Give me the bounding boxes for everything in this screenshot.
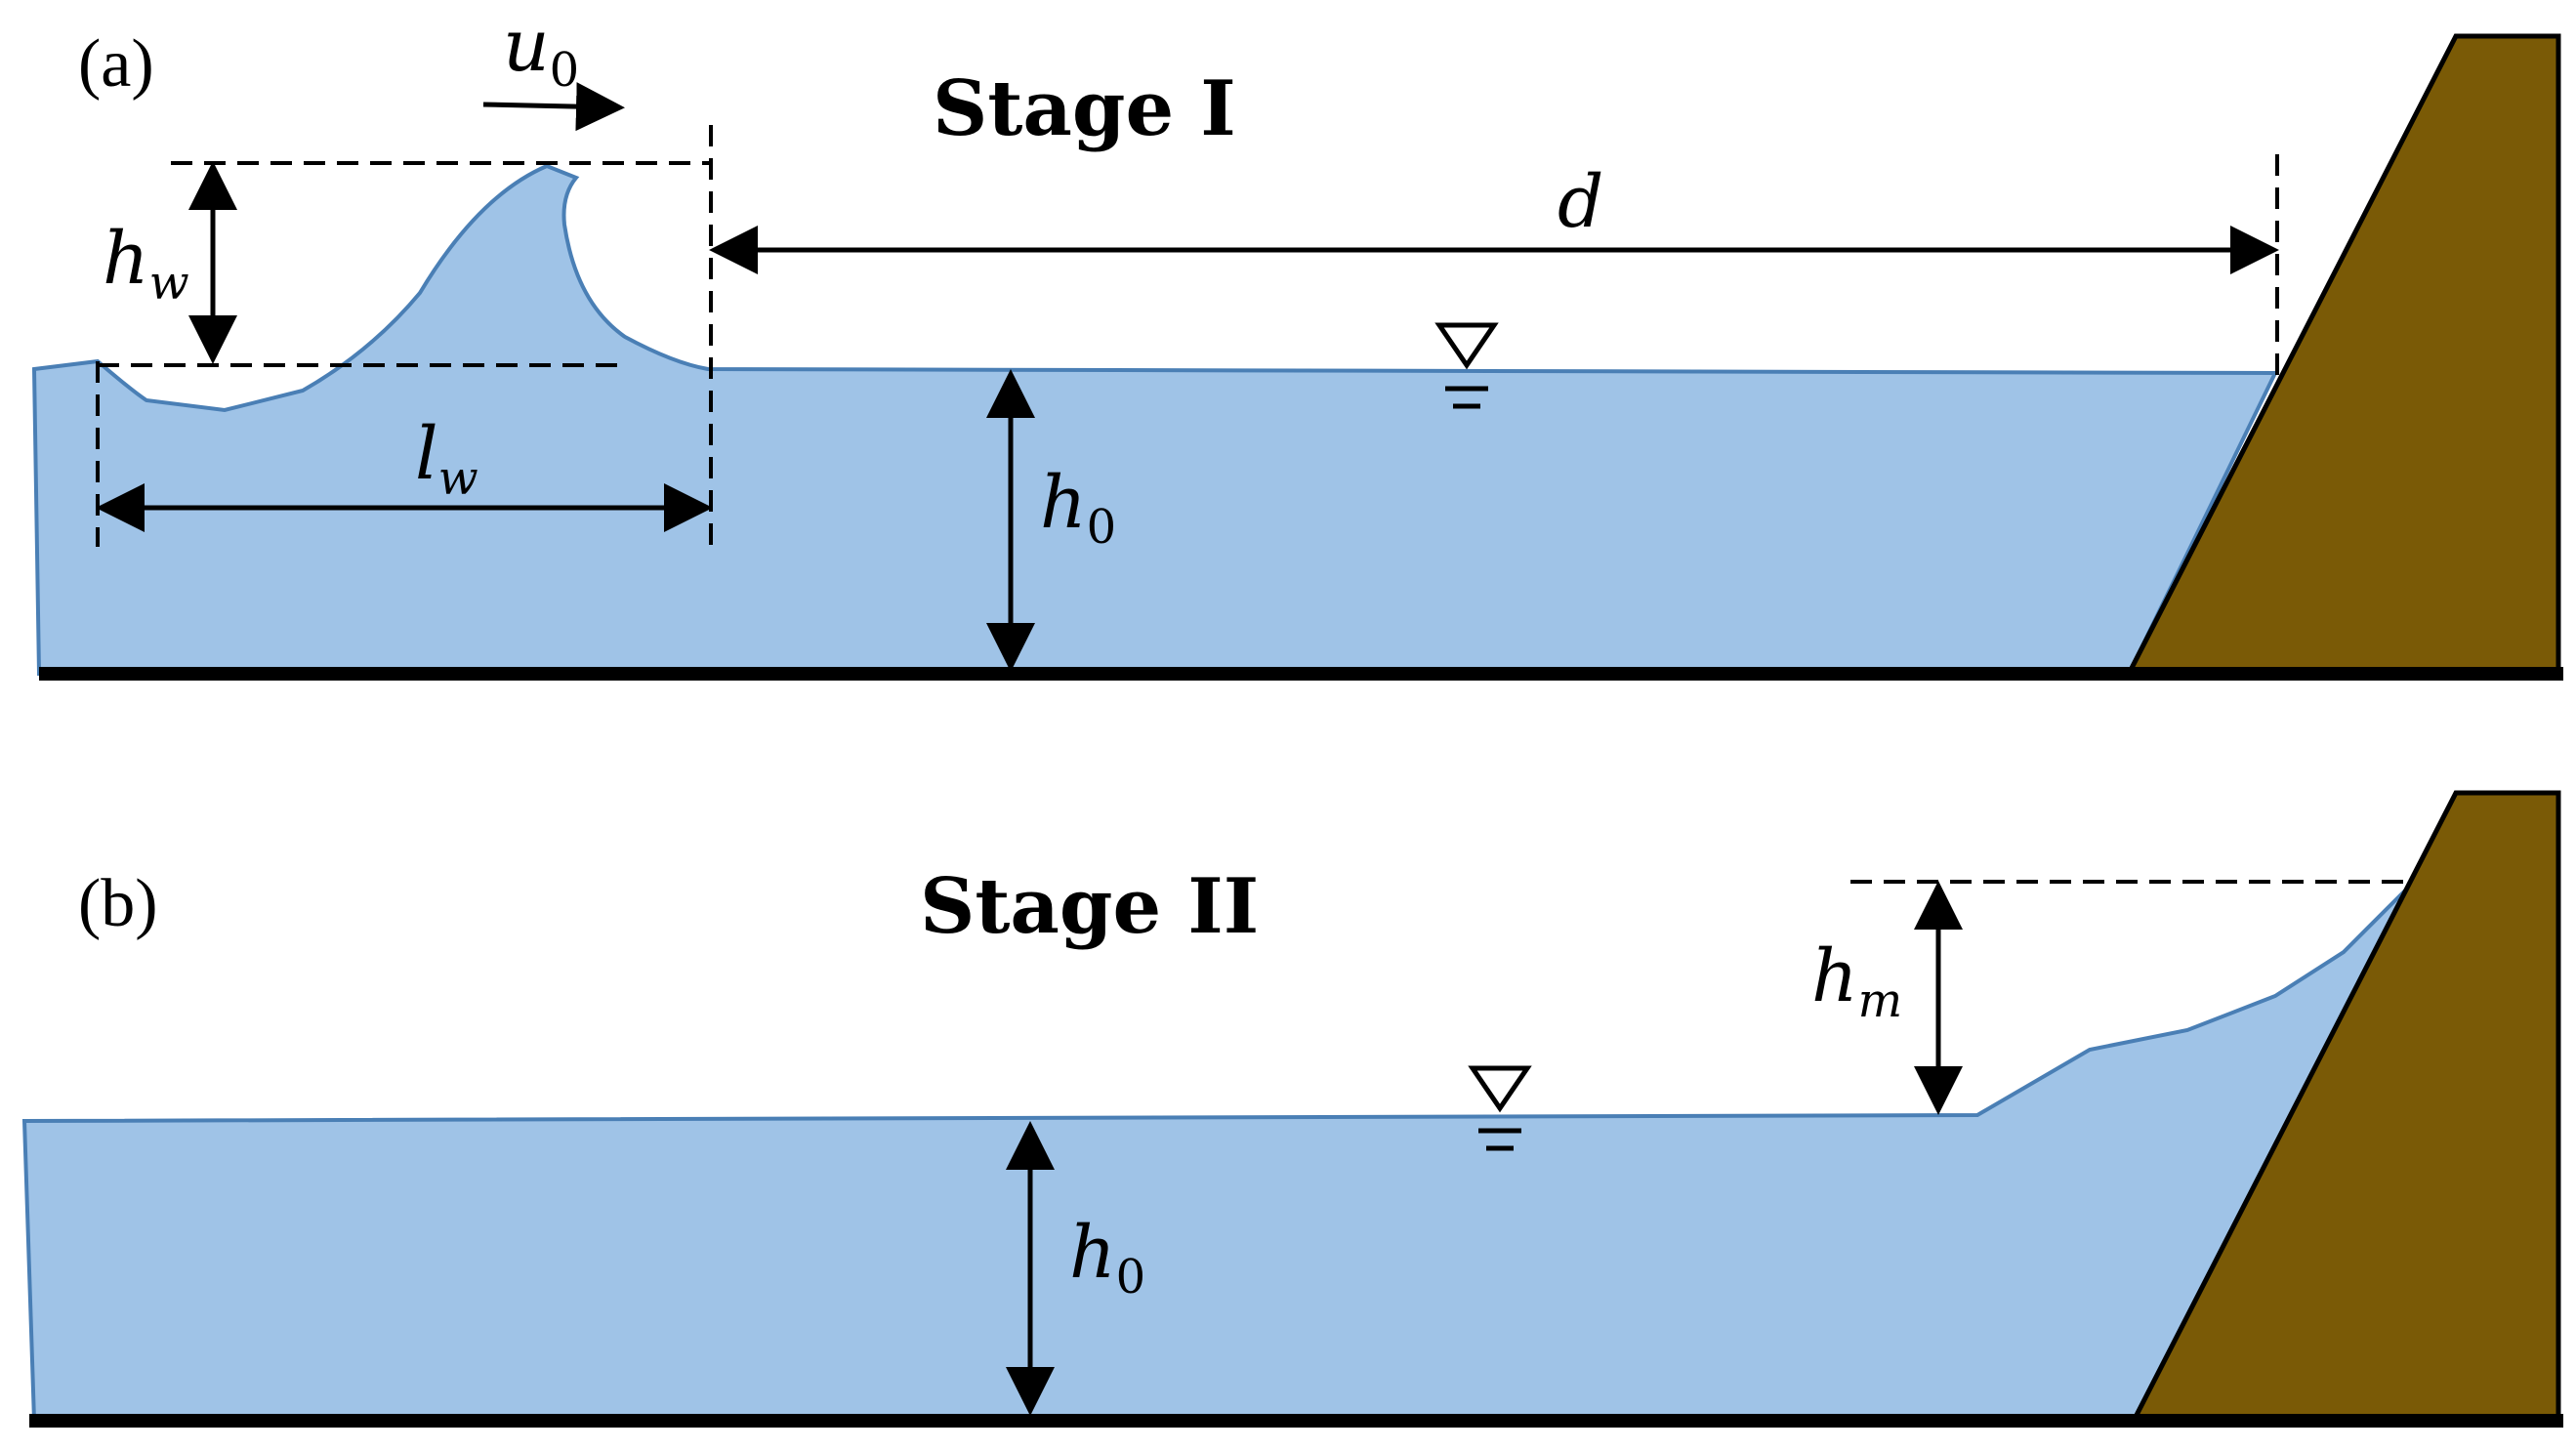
hm-label: hm [1811,934,1902,1028]
hw-label: hw [103,217,189,311]
panel-b-label: (b) [78,866,158,941]
panel-a-title: Stage I [933,64,1236,153]
u0-label: u0 [503,4,579,98]
h0-label-stage-1: h0 [1040,461,1116,555]
wall-stage-1 [2124,33,2561,677]
water-body-stage-1 [31,163,2279,676]
water-body-stage-2 [21,882,2414,1423]
panel-b: (b) Stage II hm h0 [21,790,2563,1428]
panel-a: (a) Stage I u0 hw lw d [31,4,2563,681]
panel-b-title: Stage II [920,862,1259,951]
water-level-symbol-stage-2 [1468,1065,1532,1151]
water-level-symbol-stage-1 [1434,322,1499,409]
u0-arrow [482,82,625,132]
h0-label-stage-2: h0 [1069,1211,1145,1305]
panel-a-label: (a) [78,26,154,102]
d-label: d [1558,160,1603,244]
lw-label: lw [415,412,478,506]
